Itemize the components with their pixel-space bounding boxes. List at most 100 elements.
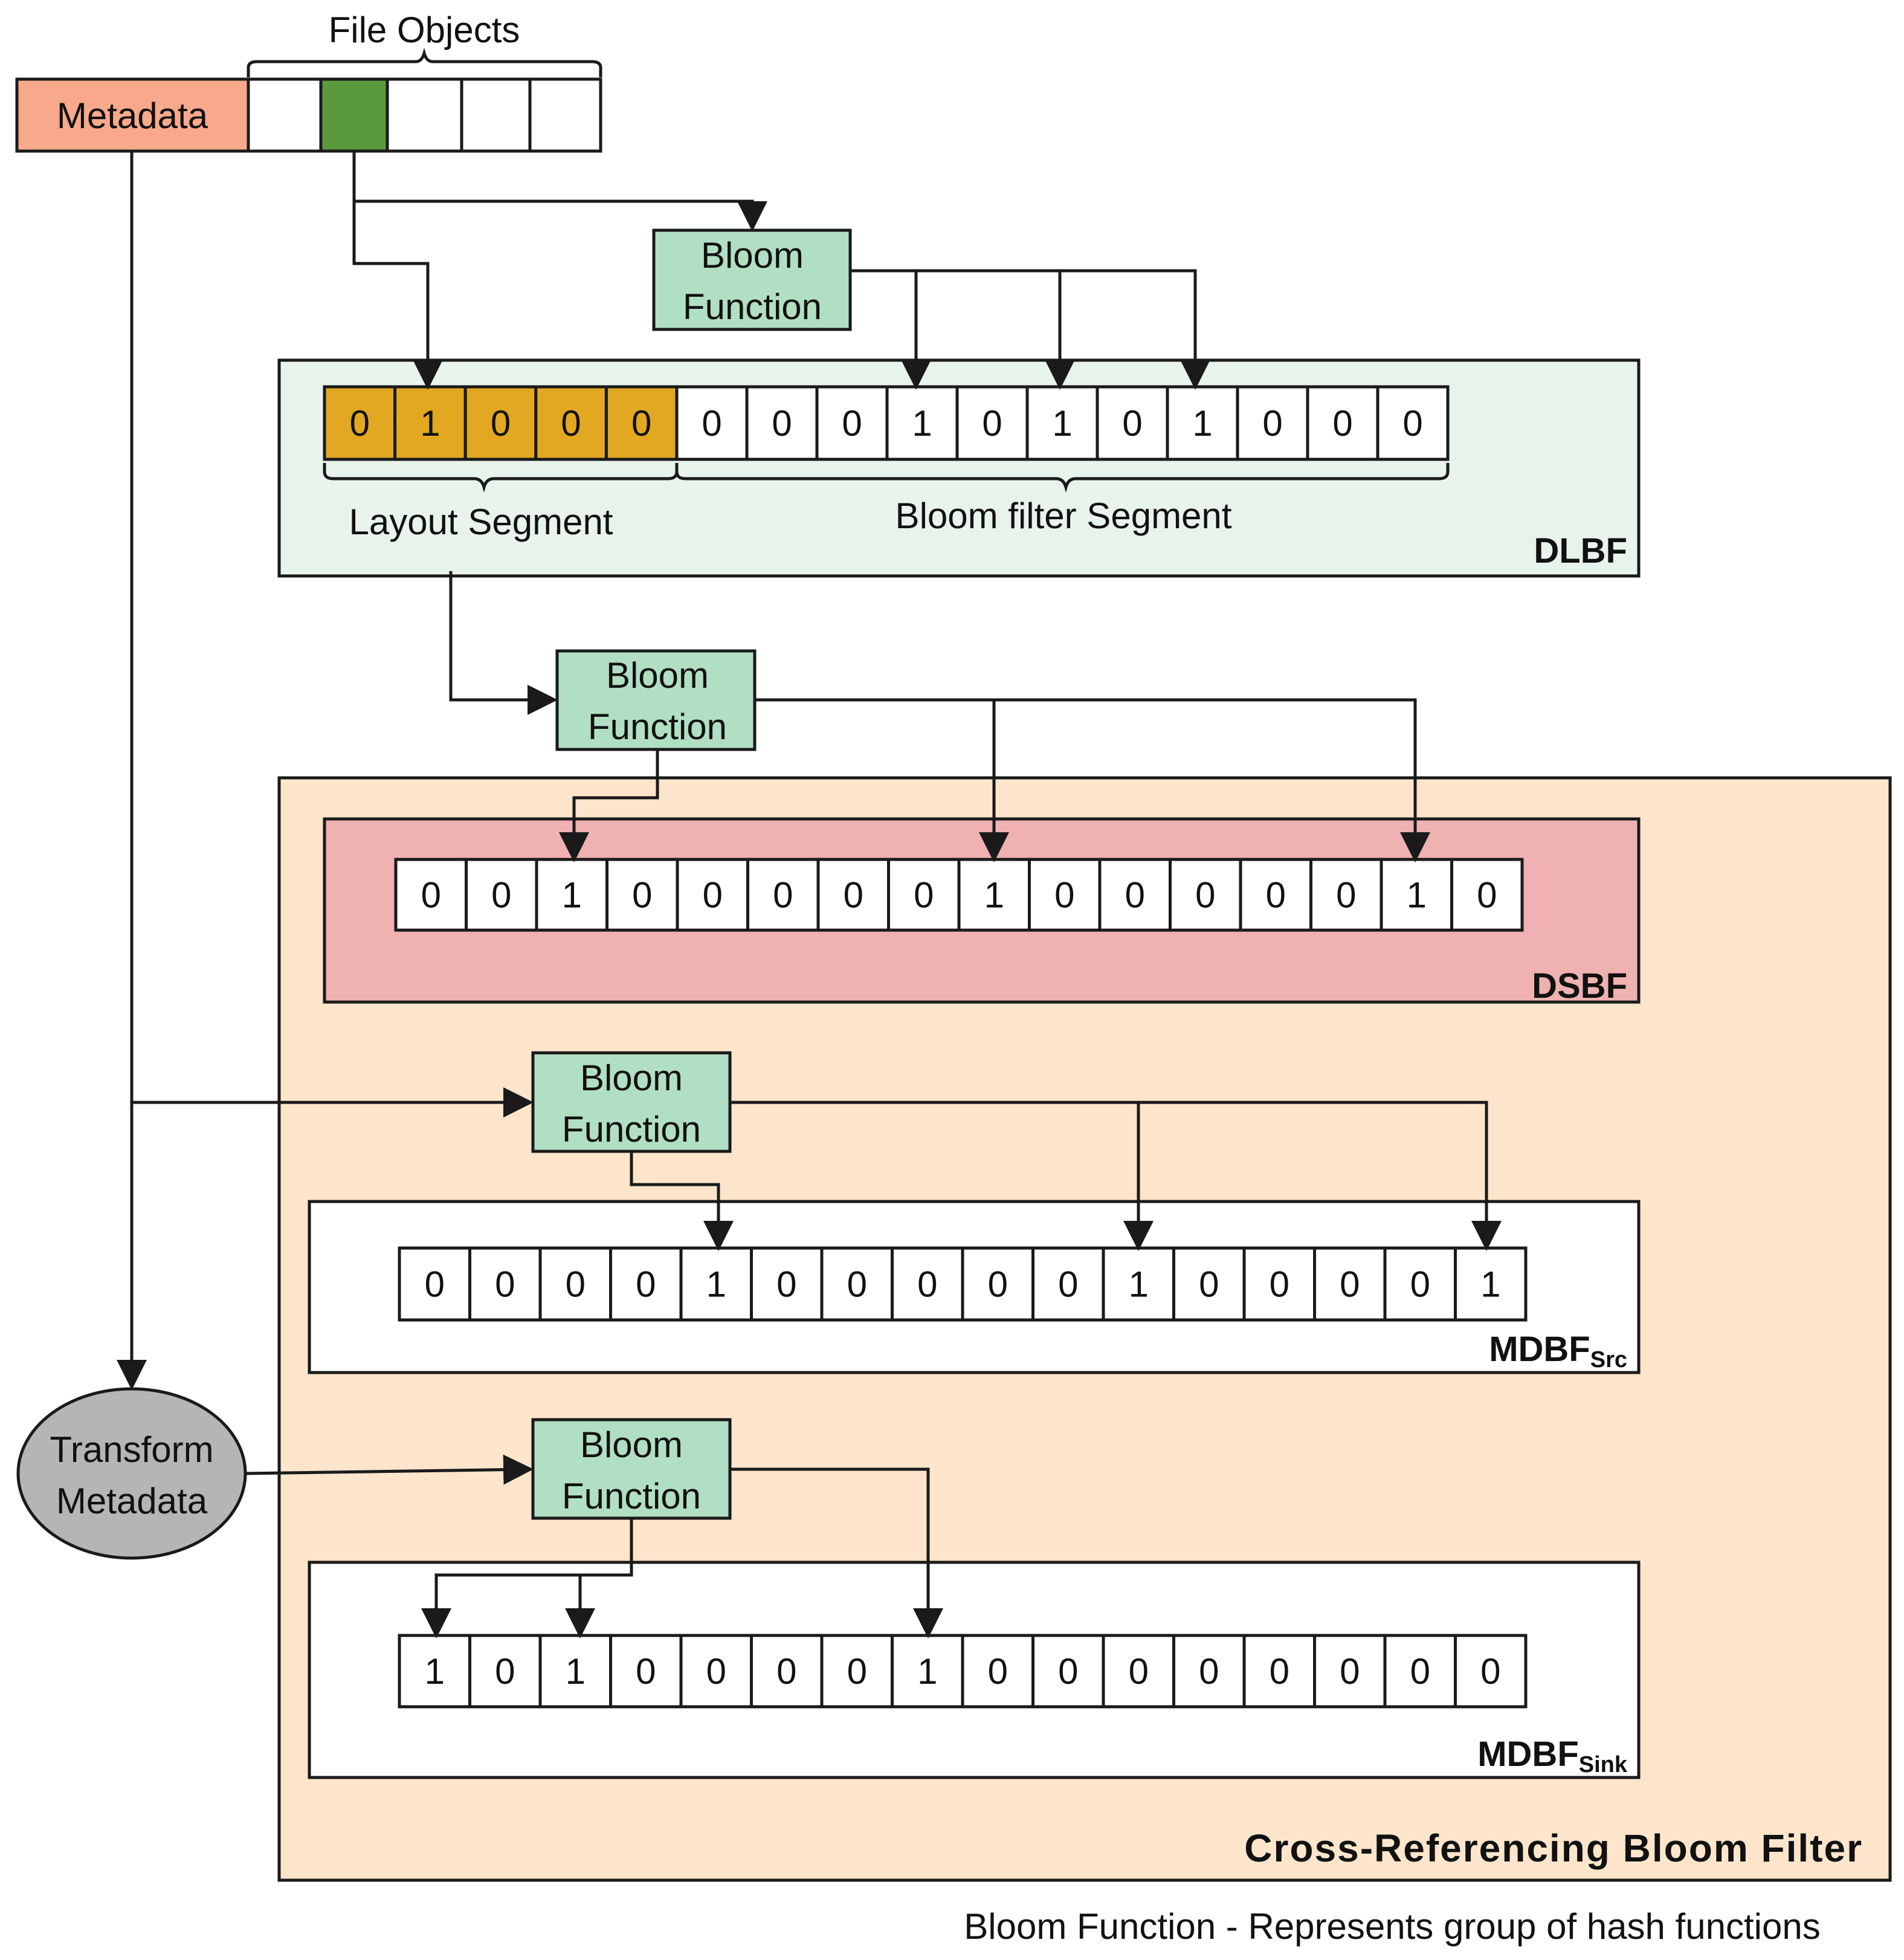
bit-value: 0 — [1340, 1651, 1360, 1692]
bit-cell — [1376, 385, 1450, 461]
bit-value: 0 — [1125, 875, 1145, 916]
bit-value: 0 — [1262, 403, 1282, 444]
bloom-function-line2: Function — [562, 1109, 701, 1150]
bit-value: 0 — [491, 875, 511, 916]
bloom-segment-label: Bloom filter Segment — [896, 496, 1232, 536]
bit-value: 0 — [1336, 875, 1356, 916]
mdbf-src-subscript: Src — [1590, 1347, 1627, 1373]
bit-cell — [1383, 1246, 1457, 1322]
bit-cell — [750, 1246, 824, 1322]
bit-cell — [1454, 1634, 1528, 1709]
bit-cell — [1242, 1246, 1316, 1322]
bit-cell — [1454, 1246, 1528, 1322]
bit-cell — [465, 858, 538, 932]
mdbf-src-main: MDBF — [1489, 1330, 1590, 1369]
bit-cell — [1313, 1246, 1387, 1322]
file-object — [386, 77, 463, 153]
bit-cell — [1450, 858, 1524, 932]
bit-value: 1 — [1480, 1264, 1500, 1305]
bit-cell — [463, 385, 538, 461]
file-object — [247, 77, 323, 153]
bloom-function-4: Bloom Function — [531, 1418, 732, 1520]
bit-cell — [1306, 385, 1380, 461]
bit-cell — [676, 858, 749, 932]
connector — [559, 749, 659, 862]
bit-cell — [609, 1246, 683, 1322]
layout-segment-label: Layout Segment — [349, 502, 613, 542]
bit-cell — [1383, 1634, 1457, 1709]
file-objects-brace — [247, 47, 602, 77]
bit-cell — [535, 858, 608, 932]
bit-value: 1 — [706, 1264, 726, 1305]
metadata-label: Metadata — [57, 95, 208, 136]
bit-value: 0 — [1477, 875, 1497, 916]
bit-value: 0 — [776, 1264, 796, 1305]
bit-cell — [1309, 858, 1383, 932]
bit-value: 0 — [914, 875, 934, 916]
bit-value: 0 — [1122, 403, 1142, 444]
bit-cell — [675, 385, 749, 461]
bit-value: 1 — [984, 875, 1004, 916]
bit-cell — [1098, 858, 1172, 932]
bit-cell — [1169, 858, 1242, 932]
bit-value: 0 — [917, 1264, 937, 1305]
file-objects-label: File Objects — [329, 10, 520, 50]
bit-value: 0 — [636, 1651, 656, 1692]
file-object — [528, 77, 602, 153]
bit-value: 1 — [1192, 403, 1212, 444]
bloom-segment-brace — [675, 463, 1450, 493]
connector — [630, 1151, 734, 1251]
bit-value: 0 — [1266, 875, 1286, 916]
bit-value: 1 — [425, 1651, 445, 1692]
bit-cell — [891, 1634, 964, 1709]
bit-cell — [955, 385, 1029, 461]
bit-value: 0 — [773, 875, 793, 916]
bit-value: 0 — [1402, 403, 1422, 444]
bit-value: 0 — [1410, 1264, 1430, 1305]
bit-value: 0 — [1340, 1264, 1360, 1305]
bit-cell — [891, 1246, 964, 1322]
bit-cell — [961, 1246, 1034, 1322]
bit-cell — [745, 385, 819, 461]
bit-value: 0 — [491, 403, 511, 444]
file-object — [460, 77, 532, 153]
bit-value: 0 — [1195, 875, 1215, 916]
bit-cell — [1096, 385, 1169, 461]
bloom-function-3: Bloom Function — [531, 1051, 732, 1153]
layout-segment-brace — [323, 463, 679, 493]
bit-value: 0 — [1270, 1264, 1289, 1305]
metadata-box — [15, 77, 250, 153]
bit-cell — [538, 1634, 612, 1709]
connector — [449, 571, 558, 715]
bit-cell — [820, 1246, 894, 1322]
bit-value: 0 — [1054, 875, 1074, 916]
bit-value: 1 — [1052, 403, 1072, 444]
file-objects — [247, 77, 602, 153]
crbf-label: Cross-Referencing Bloom Filter — [1244, 1826, 1863, 1870]
bit-cell — [961, 1634, 1034, 1709]
bloom-function-line2: Function — [683, 286, 822, 327]
bit-value: 1 — [420, 403, 440, 444]
bit-cell — [394, 858, 468, 932]
bloom-function-line2: Function — [562, 1476, 701, 1516]
bloom-function-1: Bloom Function — [652, 228, 852, 331]
connector — [352, 201, 443, 390]
bit-value: 0 — [350, 403, 370, 444]
bit-value: 0 — [1410, 1651, 1430, 1692]
bit-value: 0 — [561, 403, 581, 444]
mdbf-sink-label: MDBFSink — [1477, 1735, 1628, 1777]
bit-value: 0 — [982, 403, 1002, 444]
bit-value: 0 — [988, 1264, 1008, 1305]
bit-value: 1 — [1129, 1264, 1149, 1305]
bit-cell — [1102, 1246, 1175, 1322]
mdbf-src-label: MDBFSrc — [1489, 1330, 1627, 1373]
bit-value: 1 — [917, 1651, 937, 1692]
caption: Bloom Function - Represents group of has… — [964, 1906, 1820, 1947]
bit-value: 0 — [421, 875, 441, 916]
bit-value: 1 — [562, 875, 582, 916]
bit-value: 0 — [1058, 1651, 1078, 1692]
